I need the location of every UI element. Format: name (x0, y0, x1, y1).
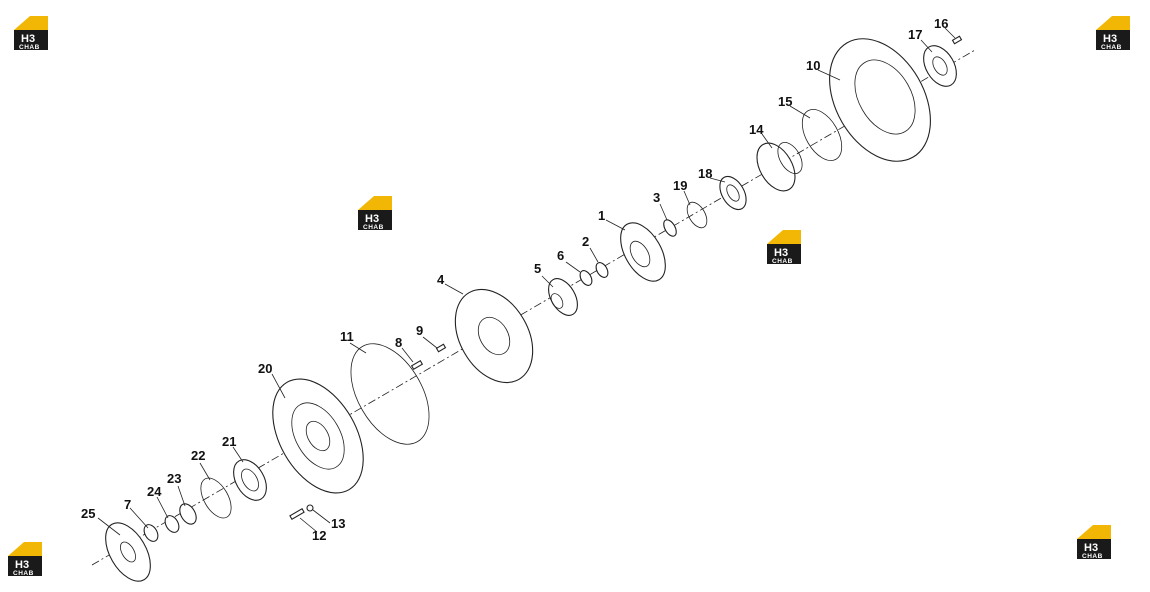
callout-12: 12 (312, 528, 326, 543)
svg-text:H3: H3 (21, 33, 35, 45)
callout-9: 9 (416, 323, 423, 338)
part-19-ring (686, 201, 708, 229)
callout-8: 8 (395, 335, 402, 350)
part-7-ring (143, 524, 159, 542)
watermark-logo: H3 CHAB (358, 196, 392, 231)
callout-1: 1 (598, 208, 605, 223)
part-9-pin (435, 343, 447, 353)
callout-13: 13 (331, 516, 345, 531)
part-20-housing (272, 378, 364, 494)
part-16-bolt (951, 35, 963, 45)
watermark-logo: H3 CHAB (1077, 525, 1111, 560)
part-6-ring (579, 270, 593, 286)
part-5-carrier (548, 278, 578, 316)
svg-text:CHAB: CHAB (13, 570, 34, 577)
callout-15: 15 (778, 94, 792, 109)
part-14-hub (756, 142, 803, 192)
part-4-disc (454, 288, 534, 384)
callout-6: 6 (557, 248, 564, 263)
callout-11: 11 (340, 329, 354, 344)
callout-17: 17 (908, 27, 922, 42)
center-axis (91, 49, 976, 566)
part-2-ring (595, 262, 609, 278)
watermark-logo: H3 CHAB (1096, 16, 1130, 51)
watermark-logo: H3 CHAB (8, 542, 42, 577)
callout-labels: 1 2 3 4 5 6 7 8 9 10 11 12 13 14 15 16 1… (81, 16, 948, 543)
callout-14: 14 (749, 122, 764, 137)
callout-4: 4 (437, 272, 445, 287)
svg-text:H3: H3 (15, 559, 29, 571)
callout-21: 21 (222, 434, 236, 449)
callout-5: 5 (534, 261, 541, 276)
svg-text:CHAB: CHAB (363, 224, 384, 231)
callout-19: 19 (673, 178, 687, 193)
callout-23: 23 (167, 471, 181, 486)
callout-22: 22 (191, 448, 205, 463)
part-3-ring (663, 219, 677, 237)
svg-text:H3: H3 (1103, 33, 1117, 45)
part-10-housing (829, 38, 931, 162)
callout-7: 7 (124, 497, 131, 512)
leader-lines (97, 27, 956, 536)
svg-text:CHAB: CHAB (1082, 553, 1103, 560)
part-8-pin (410, 360, 424, 370)
part-1-gear (620, 222, 666, 282)
callout-10: 10 (806, 58, 820, 73)
svg-text:H3: H3 (774, 247, 788, 259)
callout-2: 2 (582, 234, 589, 249)
part-13-washer (306, 504, 314, 512)
part-23-ring (179, 503, 197, 525)
part-17-cover (923, 45, 957, 87)
svg-text:CHAB: CHAB (1101, 44, 1122, 51)
part-22-oring (200, 477, 232, 519)
part-11-oring (350, 343, 430, 445)
callout-20: 20 (258, 361, 272, 376)
callout-25: 25 (81, 506, 95, 521)
svg-text:H3: H3 (365, 213, 379, 225)
part-21-bearing (233, 459, 267, 501)
part-15-oring (801, 109, 843, 161)
callout-24: 24 (147, 484, 162, 499)
part-25-cover (105, 522, 151, 582)
svg-text:H3: H3 (1084, 542, 1098, 554)
part-18-bearing (719, 175, 747, 211)
callout-16: 16 (934, 16, 948, 31)
callout-18: 18 (698, 166, 712, 181)
callout-3: 3 (653, 190, 660, 205)
watermark-logo: H3 CHAB (767, 230, 801, 265)
svg-text:CHAB: CHAB (19, 44, 40, 51)
part-24-ring (164, 515, 180, 533)
part-12-bolt (289, 508, 305, 520)
watermark-logo: H3 CHAB (14, 16, 48, 51)
svg-text:CHAB: CHAB (772, 258, 793, 265)
